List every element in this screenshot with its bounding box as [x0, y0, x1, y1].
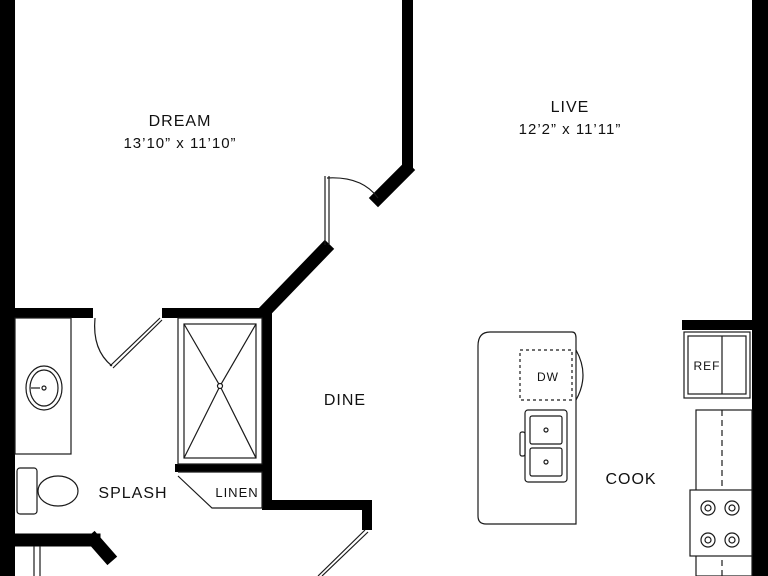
wall-right-lower	[752, 330, 768, 576]
door-bath-lower	[317, 529, 369, 576]
toilet-icon	[16, 467, 79, 515]
wall-bedroom-live	[402, 0, 413, 172]
shower-drain-icon	[216, 382, 224, 390]
wall-shower-right	[262, 308, 272, 508]
tub	[33, 546, 41, 576]
sink-drain	[543, 459, 549, 465]
wall-diagonal-bath-2	[84, 530, 118, 566]
appliance-label-ref: REF	[694, 359, 721, 373]
sink-basin-inner	[29, 369, 59, 407]
toilet-bowl	[37, 475, 79, 507]
shower-slope	[219, 323, 257, 387]
shower-slope	[183, 323, 221, 387]
wall-left-upper	[0, 0, 15, 312]
wall-linen-stub	[362, 508, 372, 530]
wall-left-lower	[0, 312, 15, 576]
door-leaf-edge	[112, 319, 163, 369]
room-label-linen: LINEN	[215, 485, 258, 500]
room-label-splash: SPLASH	[98, 485, 167, 502]
stove-top	[689, 489, 753, 557]
door-swing-icon	[326, 177, 379, 199]
shower-pan-inner	[183, 323, 257, 459]
room-label-dine: DINE	[324, 392, 366, 409]
wall-right-upper	[752, 0, 768, 330]
refrigerator	[683, 331, 751, 399]
wall-bath-top-right	[162, 308, 272, 318]
ref-inner	[687, 335, 747, 395]
shower	[177, 317, 263, 465]
door-swing-icon	[94, 317, 113, 367]
room-dims-dream: 13’10” x 11’10”	[123, 135, 236, 152]
wall-bath-top-left	[15, 308, 93, 318]
wall-ref-niche	[682, 320, 752, 330]
door-bedroom	[324, 176, 379, 245]
faucet-icon	[519, 431, 526, 457]
dishwasher	[519, 349, 573, 401]
wall-shower-bottom	[175, 464, 265, 472]
appliance-label-dw: DW	[537, 370, 559, 384]
sink-drain	[543, 427, 549, 433]
door-bath	[94, 317, 163, 369]
room-label-cook: COOK	[605, 471, 656, 488]
stove-burner-icon	[700, 500, 740, 548]
shower-slope	[219, 385, 257, 459]
sink-basin-outer	[25, 365, 63, 411]
diagonal-walls	[8, 160, 416, 566]
door-leaf-edge	[321, 531, 369, 576]
door-leaf	[317, 529, 366, 576]
ref-outline	[683, 331, 751, 399]
door-leaf	[109, 317, 161, 367]
sink-icon	[25, 365, 63, 411]
room-label-dream: DREAM	[149, 113, 212, 130]
stove	[689, 489, 753, 557]
room-dims-live: 12’2” x 11’11”	[519, 121, 622, 138]
dishwasher-door-swing	[575, 349, 584, 401]
wall-diagonal-upper	[368, 160, 416, 208]
kitchen-island	[477, 331, 584, 525]
linen-closet	[177, 471, 263, 509]
linen-outline	[177, 471, 263, 509]
shower-slope	[183, 385, 221, 459]
wall-linen-bottom	[262, 500, 372, 510]
sink-drain	[41, 385, 47, 391]
wall-diagonal-lower	[258, 239, 335, 318]
toilet-tank	[16, 467, 38, 515]
room-label-live: LIVE	[551, 99, 590, 116]
